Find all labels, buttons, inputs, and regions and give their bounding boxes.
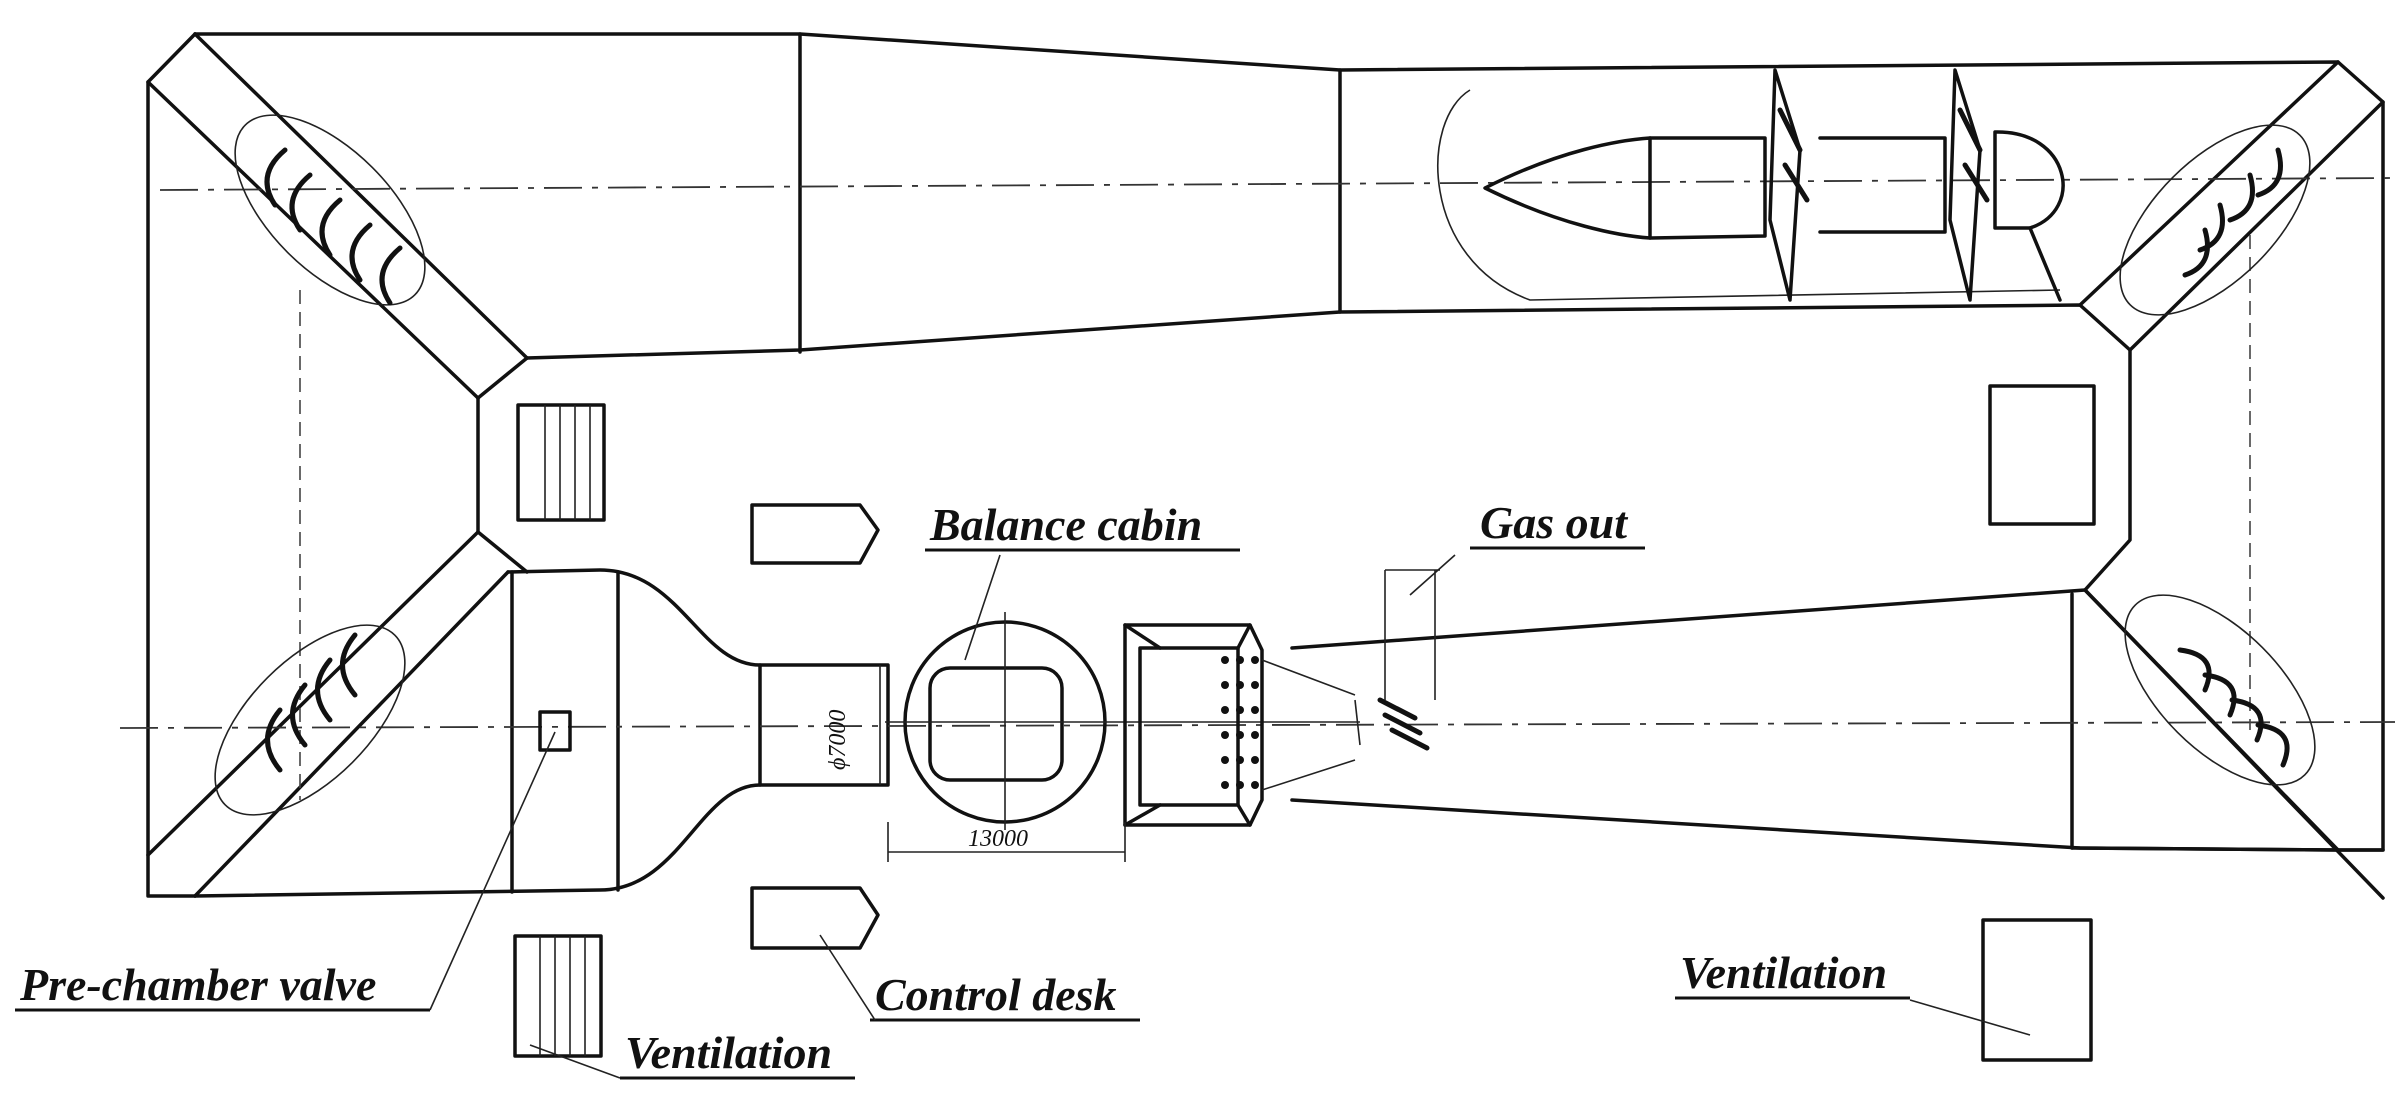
label-pre-chamber-valve: Pre-chamber valve xyxy=(19,959,376,1010)
label-ventilation-left: Ventilation xyxy=(625,1027,832,1078)
leader-ventilation-left xyxy=(529,1044,621,1079)
centerlines xyxy=(119,177,2396,800)
ventilation-box-upper-right xyxy=(1988,384,2096,526)
label-control-desk: Control desk xyxy=(875,969,1117,1020)
leader-ventilation-right xyxy=(1909,999,2031,1036)
ventilation-grille-lower xyxy=(513,934,603,1058)
tunnel-outline xyxy=(146,32,2385,900)
leader-pre-chamber-valve xyxy=(429,731,556,1011)
label-ventilation-right: Ventilation xyxy=(1680,947,1887,998)
balance-cabin xyxy=(885,612,1360,830)
leader-control-desk xyxy=(819,934,876,1021)
corner-vanes-top-left xyxy=(234,114,426,306)
label-balance-cabin: Balance cabin xyxy=(929,499,1202,550)
ventilation-box-lower-right xyxy=(1981,918,2093,1062)
corner-vanes-bottom-left xyxy=(214,624,406,816)
leader-balance-cabin xyxy=(964,554,1001,661)
label-gas-out: Gas out xyxy=(1480,497,1628,548)
gas-out-bracket xyxy=(1384,554,1456,700)
dimension-phi7000: ϕ7000 xyxy=(825,710,851,770)
dimension-lines xyxy=(879,665,1126,862)
ventilation-grille-upper xyxy=(516,403,606,522)
control-desk-lower xyxy=(750,886,880,950)
corner-vanes-top-right xyxy=(2119,124,2311,316)
collector xyxy=(1123,623,1430,827)
control-desk-upper xyxy=(750,503,880,565)
fan-section xyxy=(1437,68,2065,302)
pre-chamber-valve-box xyxy=(538,710,572,752)
corner-vanes-bottom-right xyxy=(2124,594,2316,786)
dimension-13000: 13000 xyxy=(968,826,1028,852)
